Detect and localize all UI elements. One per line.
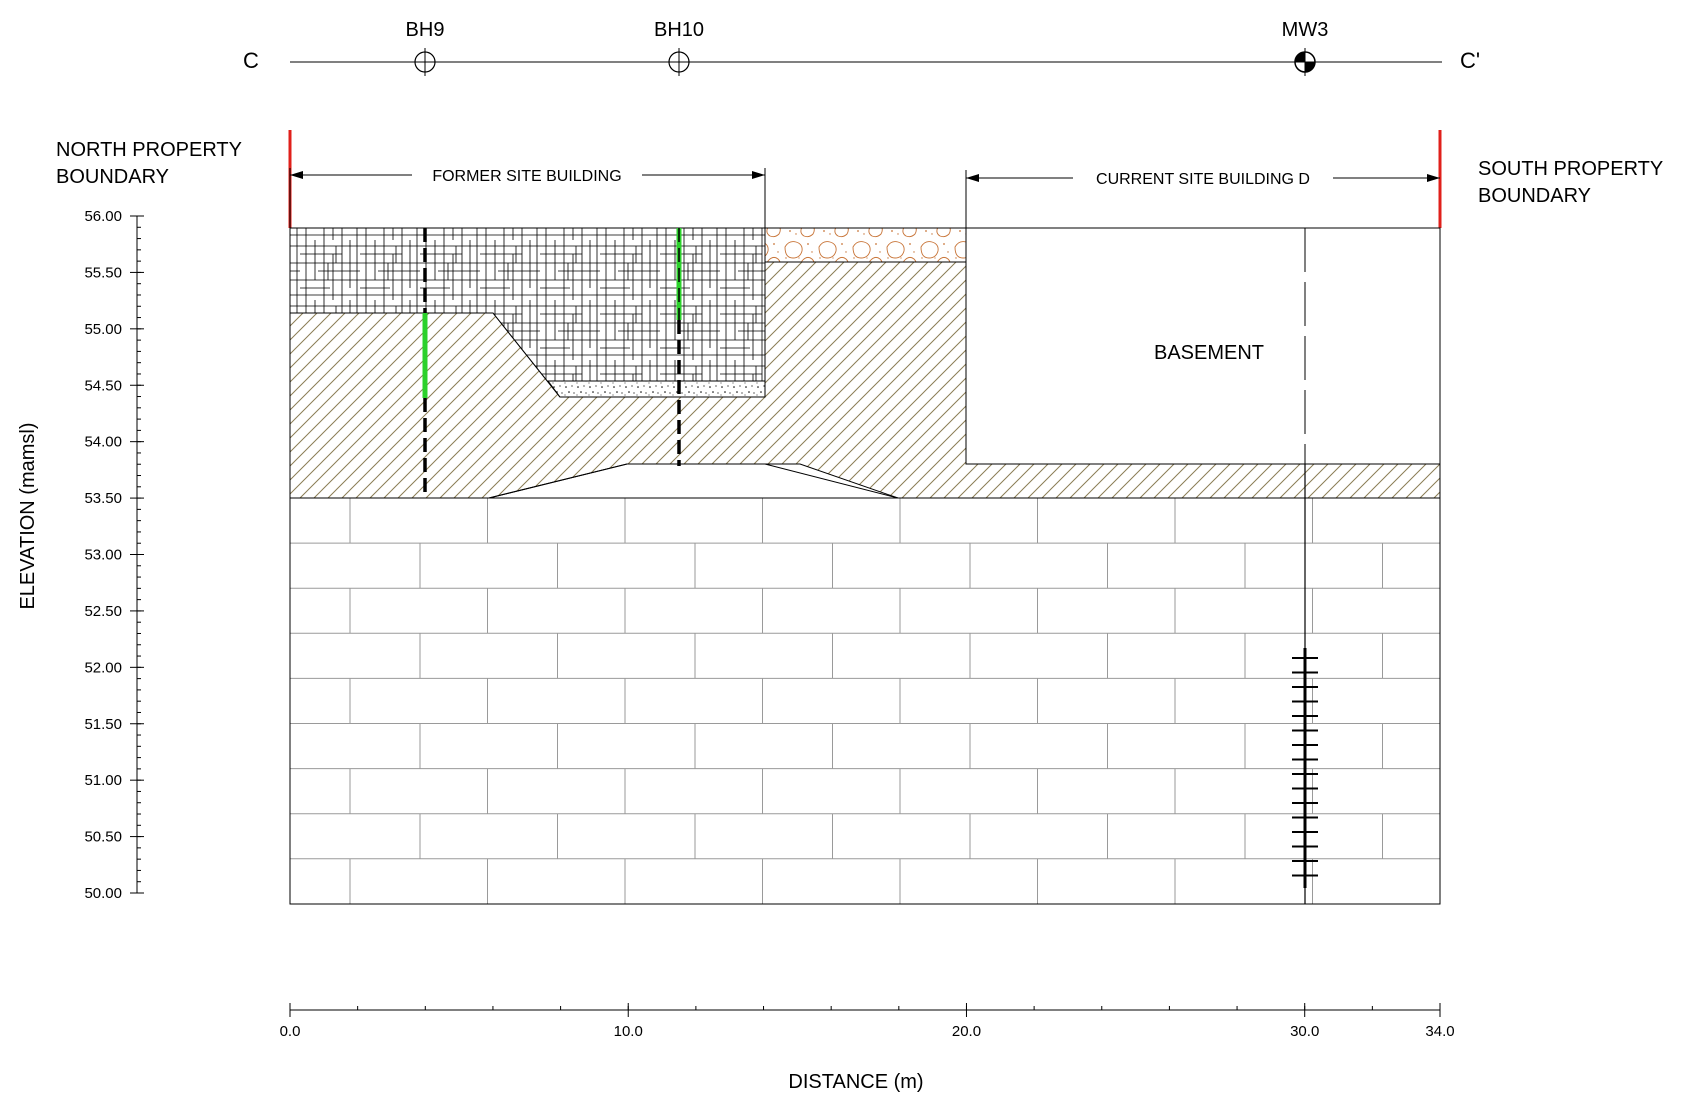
x-axis: 0.0 10.0 20.0 30.0 34.0 DISTANCE (m) xyxy=(280,1003,1455,1093)
section-line: C C' BH9 BH10 MW3 xyxy=(243,19,1480,76)
y-axis: 56.00 55.50 55.00 54.50 54.00 53.50 53.00 52.50… xyxy=(17,208,144,902)
y-tick-label: 52.50 xyxy=(84,603,122,620)
bh9-label: BH9 xyxy=(406,19,445,41)
section-end-label: C' xyxy=(1460,48,1480,73)
current-building-label: CURRENT SITE BUILDING D xyxy=(1096,171,1310,188)
y-tick-label: 50.50 xyxy=(84,829,122,846)
y-tick-label: 52.00 xyxy=(84,659,122,676)
bedrock-fill xyxy=(290,498,1440,904)
bedrock-outline xyxy=(289,497,1441,905)
current-building-marker: CURRENT SITE BUILDING D xyxy=(965,170,1440,228)
x-axis-minor-ticks xyxy=(289,1006,1441,1010)
bedrock-unit xyxy=(289,497,1441,905)
x-tick-label: 30.0 xyxy=(1290,1023,1319,1040)
gravel-surface-layer xyxy=(764,227,967,263)
south-boundary: SOUTH PROPERTY BOUNDARY xyxy=(1438,130,1663,228)
mw3-screen-slots xyxy=(1292,657,1318,877)
south-boundary-line2: BOUNDARY xyxy=(1478,185,1591,207)
north-boundary-line2: BOUNDARY xyxy=(56,166,169,188)
x-tick-label: 10.0 xyxy=(614,1023,643,1040)
x-tick-label: 34.0 xyxy=(1425,1023,1454,1040)
basement-label: BASEMENT xyxy=(1154,342,1264,364)
section-start-label: C xyxy=(243,48,259,73)
current-building-arrow-right-icon xyxy=(1427,174,1440,182)
basement: BASEMENT xyxy=(965,227,1441,465)
y-axis-title: ELEVATION (mamsl) xyxy=(17,422,39,609)
mw3-log xyxy=(1292,228,1318,904)
bh10-marker: BH10 xyxy=(654,19,704,76)
y-axis-ticks: 56.00 55.50 55.00 54.50 54.00 53.50 53.00 52.50… xyxy=(84,208,144,902)
x-tick-label: 0.0 xyxy=(280,1023,301,1040)
y-tick-label: 53.00 xyxy=(84,547,122,564)
y-tick-label: 56.00 xyxy=(84,208,122,225)
mw3-label: MW3 xyxy=(1282,19,1329,41)
bh10-label: BH10 xyxy=(654,19,704,41)
x-axis-title: DISTANCE (m) xyxy=(788,1071,923,1093)
y-tick-label: 54.00 xyxy=(84,434,122,451)
native-soil-mound xyxy=(488,463,899,499)
former-building-arrow-left-icon xyxy=(290,171,303,179)
y-tick-label: 53.50 xyxy=(84,490,122,507)
mw3-marker: MW3 xyxy=(1282,19,1329,76)
north-boundary-line1: NORTH PROPERTY xyxy=(56,139,242,161)
y-tick-label: 55.50 xyxy=(84,264,122,281)
x-tick-label: 20.0 xyxy=(952,1023,981,1040)
y-tick-label: 55.00 xyxy=(84,321,122,338)
former-building-label: FORMER SITE BUILDING xyxy=(432,168,621,185)
former-building-marker: FORMER SITE BUILDING xyxy=(289,168,766,228)
y-tick-label: 51.00 xyxy=(84,772,122,789)
former-building-arrow-right-icon xyxy=(752,171,765,179)
south-boundary-line1: SOUTH PROPERTY xyxy=(1478,158,1663,180)
y-tick-label: 54.50 xyxy=(84,377,122,394)
sand-layer xyxy=(547,380,766,398)
bh9-marker: BH9 xyxy=(406,19,445,76)
y-tick-label: 51.50 xyxy=(84,716,122,733)
bedrock-brick-lines xyxy=(290,498,1440,904)
x-axis-ticks: 0.0 10.0 20.0 30.0 34.0 xyxy=(280,1003,1455,1040)
y-tick-label: 50.00 xyxy=(84,885,122,902)
current-building-arrow-left-icon xyxy=(966,174,979,182)
basement-outline xyxy=(965,227,1441,465)
